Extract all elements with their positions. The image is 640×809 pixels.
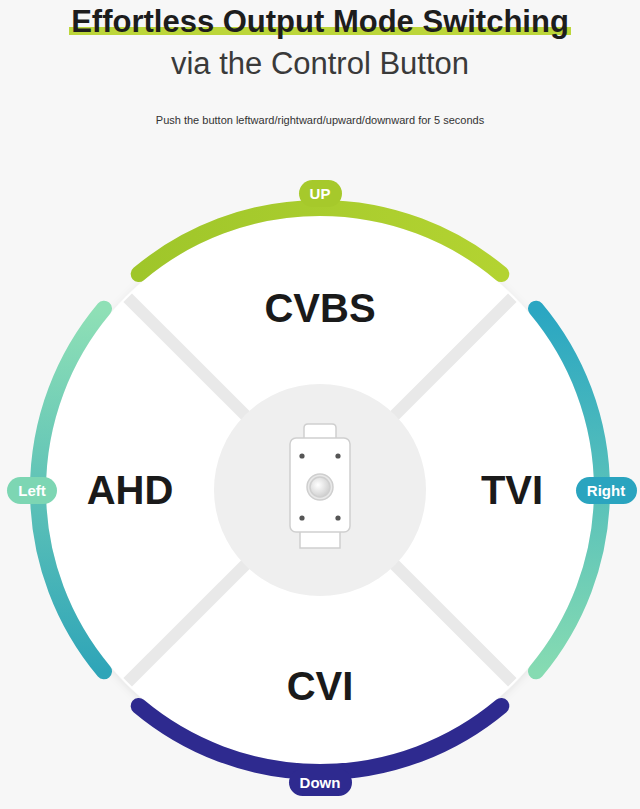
down-arc [139,706,502,772]
subtitle: via the Control Button [0,46,640,82]
camera-button-device [290,424,350,548]
mode-sector: CVBS [256,282,384,335]
center-hub [214,384,426,596]
mode-sector: TVI [473,464,552,517]
direction-label: UP [310,185,331,202]
direction-tab: Right [576,477,637,504]
mode-sector: AHD [79,464,182,517]
mode-label: CVI [287,664,354,709]
direction-label: Right [587,482,625,499]
sector-dividers [128,298,513,683]
direction-tab: UP [299,180,342,207]
page-title: Effortless Output Mode Switching [69,4,571,39]
up-arc [139,208,502,274]
direction-label: Down [300,774,341,791]
title-wrap: Effortless Output Mode Switching [0,4,640,40]
mode-label: TVI [481,468,543,513]
direction-tab: Left [7,477,57,504]
mode-label: CVBS [264,286,375,331]
wheel-disk [46,216,594,764]
direction-tab: Down [289,769,352,796]
mode-sector: CVI [279,660,362,713]
direction-label: Left [18,482,46,499]
instruction-note: Push the button leftward/rightward/upwar… [0,114,640,126]
mode-label: AHD [87,468,174,513]
